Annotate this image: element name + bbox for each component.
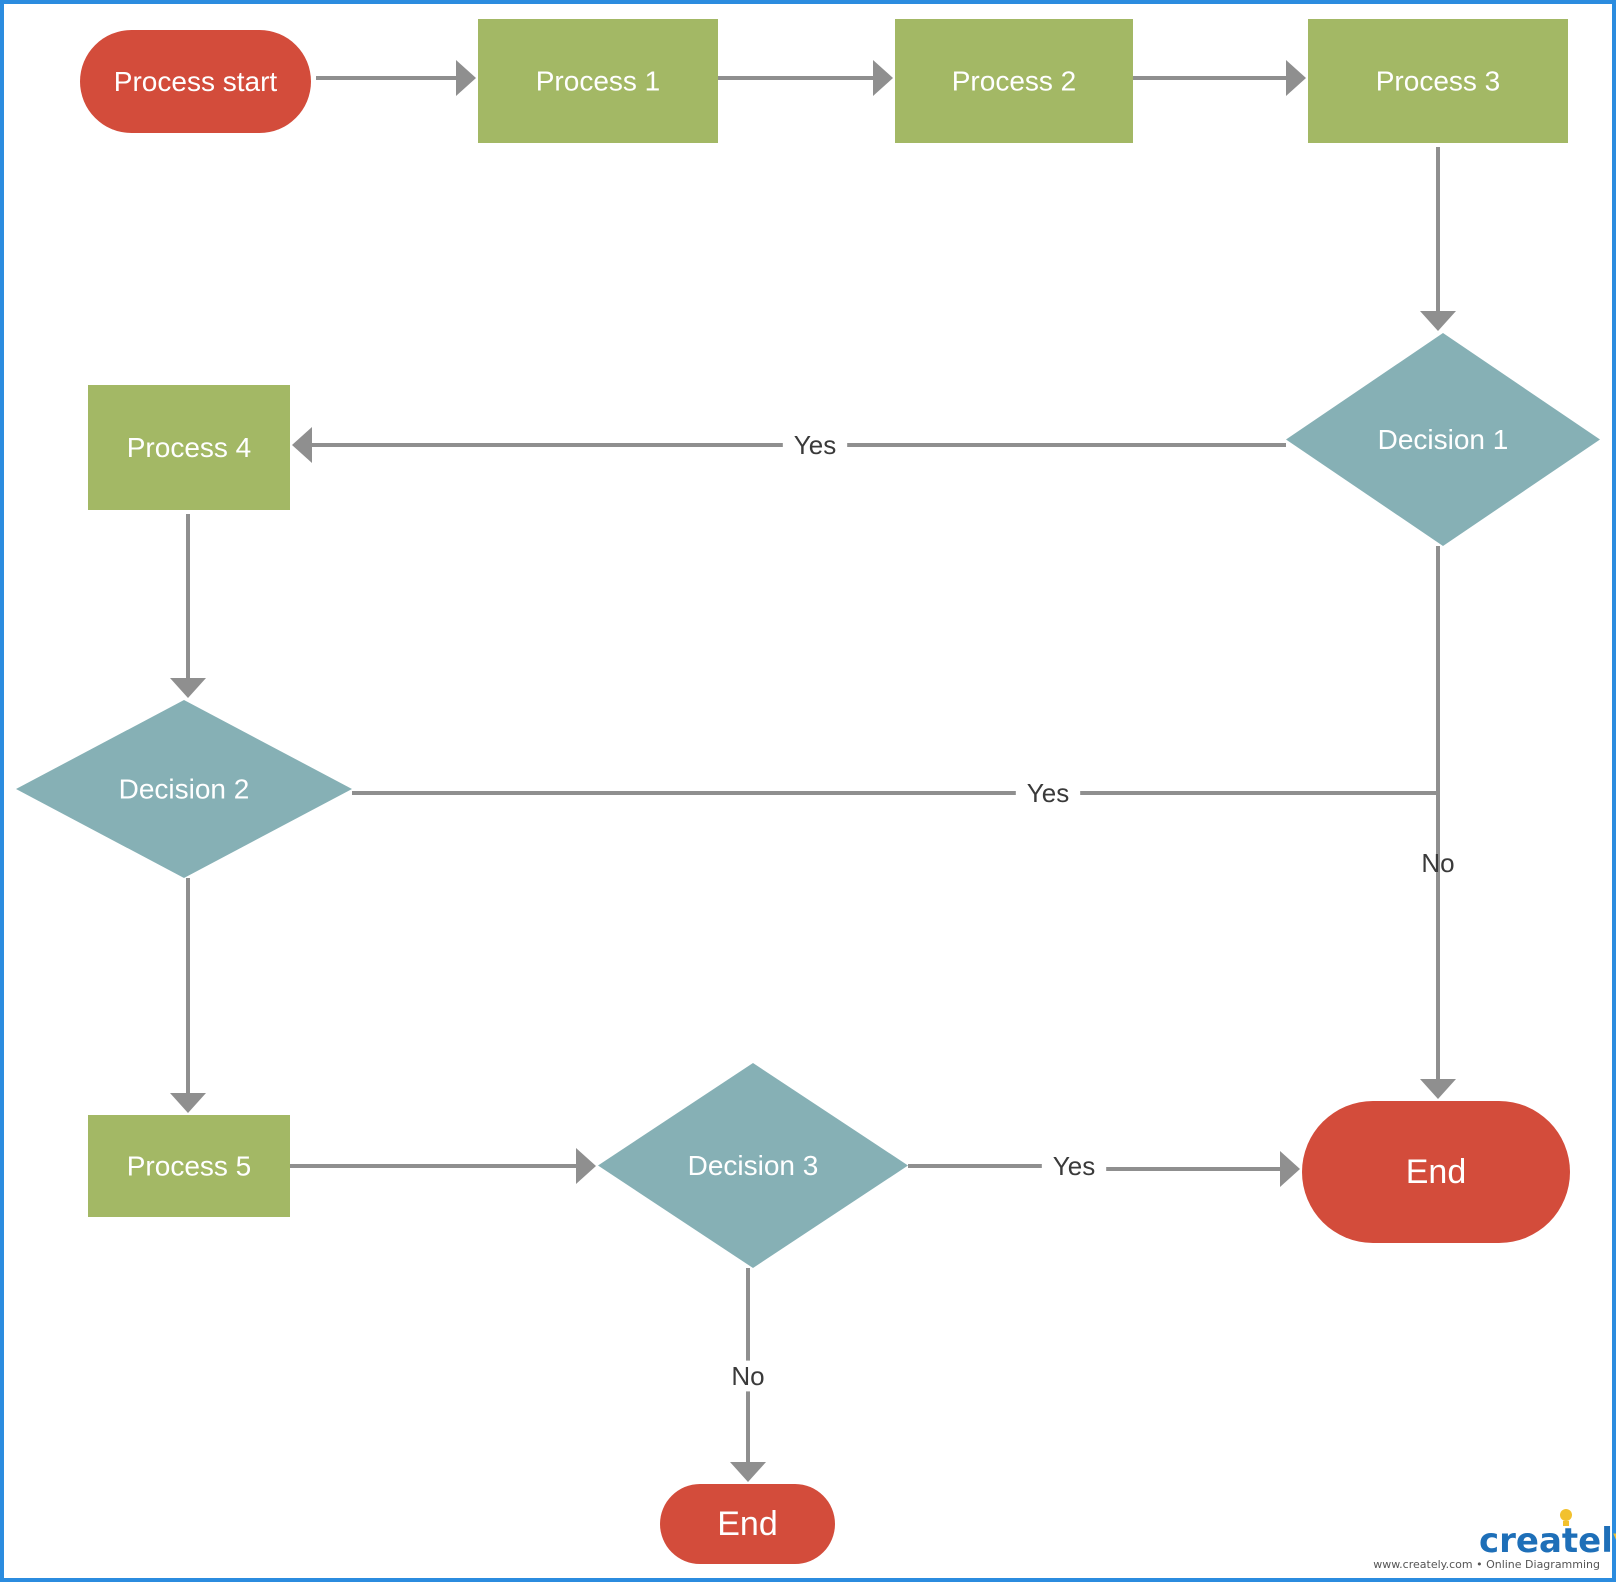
edge-label-background [726, 1360, 770, 1392]
edge-e-d3-end1[interactable]: Yes [908, 1147, 1300, 1187]
node-start[interactable]: Process start [80, 30, 311, 133]
edge-label: Yes [1027, 778, 1069, 808]
edge-label: No [1421, 848, 1454, 878]
decision-shape [16, 700, 352, 878]
arrowhead-icon [1420, 311, 1456, 331]
process-shape [478, 19, 718, 143]
node-p4[interactable]: Process 4 [88, 385, 290, 510]
edge-e-d1-p4[interactable]: Yes [292, 426, 1286, 464]
process-shape [88, 1115, 290, 1217]
arrowhead-icon [170, 1093, 206, 1113]
arrowhead-icon [456, 60, 476, 96]
arrowhead-icon [730, 1462, 766, 1482]
creately-logo: creately www.creately.com • Online Diagr… [1373, 1509, 1616, 1571]
node-d1[interactable]: Decision 1 [1286, 333, 1600, 546]
node-end2[interactable]: End [660, 1484, 835, 1564]
edge-e-d1-end1[interactable]: No [1420, 546, 1456, 1099]
arrowhead-icon [873, 60, 893, 96]
process-shape [1308, 19, 1568, 143]
lightbulb-icon [1560, 1509, 1572, 1526]
edge-e-d2-p5[interactable] [170, 878, 206, 1113]
node-p3[interactable]: Process 3 [1308, 19, 1568, 143]
node-label: Process 4 [127, 432, 252, 463]
process-shape [895, 19, 1133, 143]
terminal-shape [80, 30, 311, 133]
arrowhead-icon [576, 1148, 596, 1184]
decision-shape [1286, 333, 1600, 546]
logo-tagline: www.creately.com • Online Diagramming [1373, 1558, 1600, 1571]
node-label: Process 3 [1376, 66, 1501, 97]
node-label: Process 2 [952, 66, 1077, 97]
node-label: Decision 2 [119, 774, 250, 805]
node-p5[interactable]: Process 5 [88, 1115, 290, 1217]
arrowhead-icon [170, 678, 206, 698]
edge-e-p3-d1[interactable] [1420, 147, 1456, 331]
node-d2[interactable]: Decision 2 [16, 700, 352, 878]
arrowhead-icon [292, 427, 312, 463]
node-label: Decision 3 [688, 1150, 819, 1181]
decision-shape [598, 1063, 908, 1268]
node-end1[interactable]: End [1302, 1101, 1570, 1243]
node-label: Decision 1 [1378, 424, 1509, 455]
arrowhead-icon [1420, 1079, 1456, 1099]
node-p2[interactable]: Process 2 [895, 19, 1133, 143]
edge-label: Yes [794, 430, 836, 460]
edge-label: No [731, 1361, 764, 1391]
node-label: End [1406, 1153, 1467, 1191]
edge-e-start-p1[interactable] [316, 60, 476, 96]
edge-e-p5-d3[interactable] [290, 1148, 596, 1184]
edge-e-d2-d1line[interactable]: Yes [352, 774, 1438, 812]
arrowhead-icon [1280, 1151, 1300, 1187]
arrowhead-icon [1286, 60, 1306, 96]
edge-label-background [782, 426, 848, 464]
node-label: End [717, 1505, 778, 1543]
node-label: Process 1 [536, 66, 661, 97]
edge-e-p4-d2[interactable] [170, 514, 206, 698]
edge-label-background [1041, 1147, 1107, 1185]
process-shape [88, 385, 290, 510]
terminal-shape [1302, 1101, 1570, 1243]
edge-e-d3-end2[interactable]: No [726, 1268, 770, 1482]
logo-wordmark: creately [1479, 1521, 1616, 1561]
terminal-shape [660, 1484, 835, 1564]
edge-label: Yes [1053, 1151, 1095, 1181]
node-label: Process start [114, 66, 278, 97]
edge-label-background [1015, 774, 1081, 812]
node-label: Process 5 [127, 1151, 252, 1182]
node-d3[interactable]: Decision 3 [598, 1063, 908, 1268]
node-p1[interactable]: Process 1 [478, 19, 718, 143]
edge-e-p2-p3[interactable] [1133, 60, 1306, 96]
edge-e-p1-p2[interactable] [718, 60, 893, 96]
nodes: Process start Process 1 Process 2 Process 3… [16, 19, 1600, 1564]
